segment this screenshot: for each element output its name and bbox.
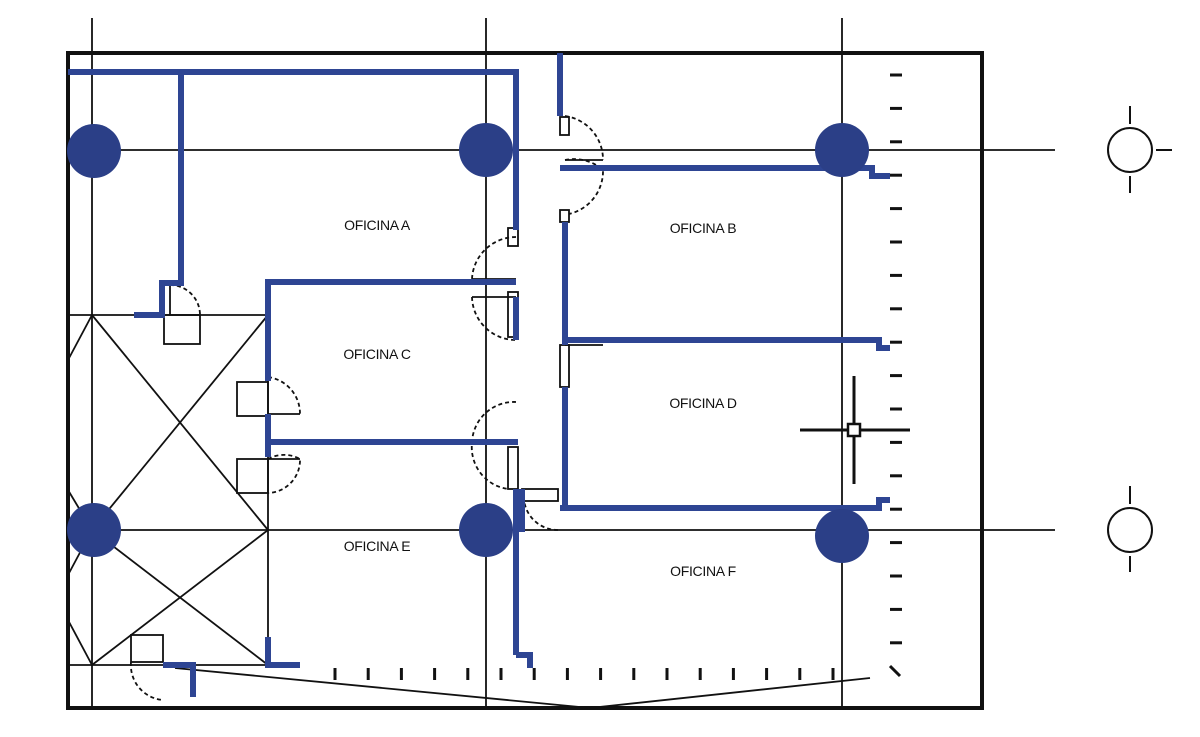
grid-axis-marker-icon — [1107, 507, 1153, 553]
tick-marks-bottom — [333, 668, 835, 680]
wall-e-left — [265, 637, 300, 668]
wall-a-left — [134, 72, 184, 318]
grid-axis-marker-2 — [1107, 486, 1153, 572]
wall-b-top — [560, 165, 890, 179]
tick-marks-right — [888, 73, 902, 678]
column-icon — [815, 509, 869, 563]
room-label-oficina-e: OFICINA E — [344, 538, 411, 554]
ramp-lines — [174, 667, 871, 709]
columns — [67, 123, 869, 563]
column-icon — [815, 123, 869, 177]
column-icon — [67, 503, 121, 557]
wall-d-bottom — [560, 497, 890, 511]
wall-top — [68, 69, 519, 230]
room-label-oficina-f: OFICINA F — [670, 563, 736, 579]
grid-axis-marker-1 — [1107, 106, 1172, 193]
building-outline — [66, 51, 984, 710]
walls — [68, 53, 890, 697]
room-label-oficina-d: OFICINA D — [669, 395, 736, 411]
wall-e-tail — [516, 652, 533, 668]
wall-bottom-left — [163, 662, 196, 697]
room-label-oficina-c: OFICINA C — [343, 346, 410, 362]
stair-void — [67, 314, 269, 666]
room-label-oficina-a: OFICINA A — [344, 217, 411, 233]
grid-axis-marker-icon — [1107, 127, 1153, 173]
wall-c-top — [265, 279, 516, 381]
column-icon — [67, 124, 121, 178]
grid-axes — [68, 18, 1055, 708]
room-labels: OFICINA A OFICINA B OFICINA C OFICINA D … — [343, 217, 737, 579]
wall-bd — [565, 337, 890, 351]
door-swing-icon — [129, 115, 604, 701]
room-label-oficina-b: OFICINA B — [670, 220, 737, 236]
tick-mark-corner — [888, 664, 902, 678]
column-icon — [459, 123, 513, 177]
crosshair-icon — [800, 376, 910, 484]
column-icon — [459, 503, 513, 557]
